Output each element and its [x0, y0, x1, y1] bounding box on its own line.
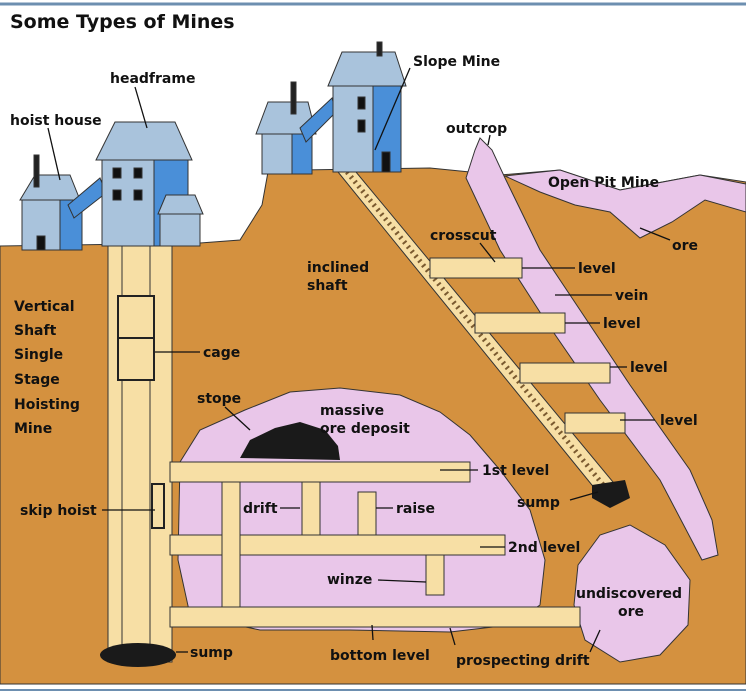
label-drift: drift	[243, 501, 278, 517]
label-prospecting-drift: prospecting drift	[456, 653, 590, 669]
label-shaft: shaft	[307, 278, 348, 294]
label-massive: massive	[320, 403, 384, 419]
svg-text:Stage: Stage	[14, 372, 60, 388]
label-level-1: level	[578, 261, 616, 277]
svg-text:Shaft: Shaft	[14, 323, 57, 339]
undiscovered-ore	[573, 524, 691, 663]
label-cage: cage	[203, 345, 240, 361]
label-skip-hoist: skip hoist	[20, 503, 97, 519]
bottom-level-drift	[169, 606, 581, 628]
label-level-2: level	[603, 316, 641, 332]
label-sump-vertical: sump	[190, 645, 233, 661]
slope-level-3	[519, 362, 611, 384]
svg-text:Hoisting: Hoisting	[14, 397, 80, 413]
slope-mine-buildings	[255, 41, 407, 175]
svg-text:Mine: Mine	[14, 421, 52, 437]
svg-text:Single: Single	[14, 347, 63, 363]
label-2nd-level: 2nd level	[508, 540, 580, 556]
label-level-3: level	[630, 360, 668, 376]
label-bottom-level: bottom level	[330, 648, 430, 664]
label-ore-pit: ore	[672, 238, 698, 254]
label-1st-level: 1st level	[482, 463, 549, 479]
diagram-title: Some Types of Mines	[10, 11, 235, 33]
label-open-pit-mine: Open Pit Mine	[548, 175, 659, 191]
winze-shaft	[425, 554, 445, 596]
slope-sump	[592, 480, 630, 508]
label-vein: vein	[615, 288, 648, 304]
label-headframe: headframe	[110, 71, 195, 87]
raise-1	[221, 481, 241, 608]
label-inclined: inclined	[307, 260, 369, 276]
label-stope: stope	[197, 391, 241, 407]
raise-3	[357, 491, 377, 536]
label-level-4: level	[660, 413, 698, 429]
label-crosscut: crosscut	[430, 228, 497, 244]
second-level-drift	[169, 534, 506, 556]
leader-lines	[47, 67, 671, 653]
hoist-house-building	[19, 154, 83, 251]
label-undiscovered: undiscovered	[576, 586, 682, 602]
slope-level-2	[474, 312, 566, 334]
slope-level-4	[564, 412, 626, 434]
label-hoist-house: hoist house	[10, 113, 102, 129]
svg-text:Vertical: Vertical	[14, 299, 75, 315]
label-winze: winze	[327, 572, 372, 588]
skip-hoist	[151, 483, 165, 529]
label-undiscovered-ore: ore	[618, 604, 644, 620]
label-slope-mine: Slope Mine	[413, 54, 500, 70]
slope-level-1	[429, 257, 523, 279]
label-sump-slope: sump	[517, 495, 560, 511]
label-vertical-shaft-mine: Vertical Shaft Single Stage Hoisting Min…	[14, 299, 80, 437]
label-ore-deposit: ore deposit	[320, 421, 410, 437]
stope	[240, 422, 340, 460]
first-level-drift	[169, 461, 471, 483]
headframe-building	[95, 121, 204, 247]
raise-2	[301, 481, 321, 536]
vertical-sump	[100, 643, 176, 667]
label-raise: raise	[396, 501, 435, 517]
label-outcrop: outcrop	[446, 121, 507, 137]
open-pit-ore	[503, 169, 746, 239]
